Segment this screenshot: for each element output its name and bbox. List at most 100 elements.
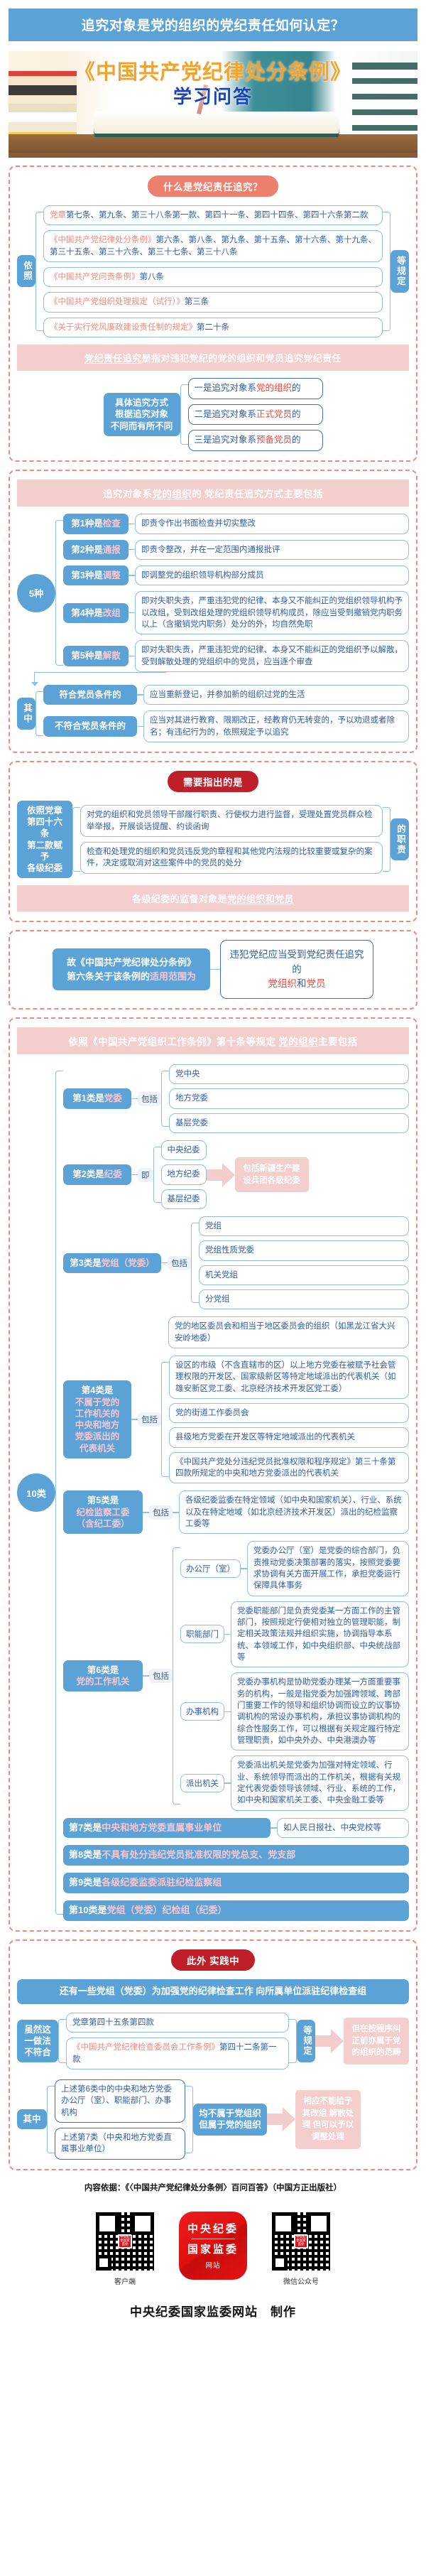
section3-duties-group: 依照党章 第四十六条 第二款赋予 各级纪委 对党的组织和党员领导干部履行职责、行… [17, 800, 409, 879]
category-tab-2: 第2类是纪委 [63, 1164, 131, 1185]
basis-item: 《关于实行党风廉政建设责任制的规定》第二十条 [43, 317, 383, 337]
section6-item: 党章第四十五条第四款 [66, 2012, 289, 2033]
method-row: 第4种是改组 即对失职失责，严重违犯党的纪律、本身又不能纠正的党组织领导机构予以… [63, 591, 409, 635]
section6-left-tab: 虽然这 一做法 不符合 [17, 2019, 58, 2063]
qr-code-wechat-icon[interactable]: 中央纪委国家监委 [271, 2211, 331, 2271]
bracket-left [72, 806, 80, 872]
qr-code-client-icon[interactable]: 中央纪委国家监委 [95, 2211, 155, 2271]
arrow-right-icon [206, 1162, 235, 1187]
section-scope-of-application: 故《中国共产党纪律处分条例》 第六条关于该条例的适用范围为 违犯党纪应当受到党纪… [9, 930, 417, 1010]
section4-group: 故《中国共产党纪律处分条例》 第六条关于该条例的适用范围为 违犯党纪应当受到党纪… [17, 940, 409, 1000]
bracket-left [55, 1071, 63, 1915]
duty-item: 检查和处理党的组织和党员违反党的章程和其他党内法规的比较重要或复杂的案件，决定或… [80, 842, 383, 874]
category-item: 机关党组 [199, 1265, 409, 1286]
section4-left-tab: 故《中国共产党纪律处分条例》 第六条关于该条例的适用范围为 [53, 948, 210, 991]
hero-image: 《中国共产党纪律处分条例》 学习问答 [9, 51, 417, 158]
method-branch: 三是追究对象系预备党员的 [187, 430, 323, 452]
category-item: 基层纪委 [160, 1189, 207, 1210]
method-row: 第5种是解散 即对失职失责，严重违犯党的纪律、本身又不能纠正的党组织予以解散，受… [63, 640, 409, 672]
section1-methods-group: 具体追究方式 根据追究对象 不同而有所不同 一是追究对象系党的组织的 二是追究对… [17, 377, 409, 452]
sub-text: 应当重新登记，并参加新的组织过党的生活 [143, 684, 409, 705]
category-item: 党的地区委员会和相当于地区委员会的组织（如黑龙江省大兴安岭地委） [168, 1316, 409, 1349]
basis-item: 党章党章第七条、第九条、第三十八条第一款、第四十一条、第四十四条、第四十六条第二… [43, 205, 383, 226]
method-tab: 第5种是解散 [63, 646, 129, 666]
bracket-left [47, 2085, 55, 2153]
section6-pill: 此外 实践中 [170, 1949, 256, 1971]
subcategory-row: 办事机构 党委办事机构是协助党委办理某一方面重要事务的机构，一般是指党委为加强跨… [180, 1672, 409, 1751]
section2-sub-group: 其中 符合党员条件的 应当重新登记，并参加新的组织过党的生活 不符合党员条件的 … [17, 684, 409, 742]
source-credit: 内容依据：《〈中国共产党纪律处分条例〉百问百答》（中国方正出版社） [84, 2183, 342, 2192]
subcategory-label: 职能部门 [180, 1625, 224, 1644]
subcategory-label: 办事机构 [180, 1702, 224, 1721]
bracket-left [36, 691, 43, 736]
section6-sub-item: 上述第7类（中央和地方党委直属事业单位） [55, 2127, 185, 2160]
qr-center-badge: 中央纪委国家监委 [294, 2234, 308, 2248]
category-tab-3: 第3类是党组（党委） [63, 1252, 161, 1273]
category-row-8: 第8类是不具有处分违纪党员批准权限的党总支、党支部 [63, 1845, 409, 1866]
category-item: 分党组 [199, 1289, 409, 1310]
page-title-banner: 追究对象是党的组织的党纪责任如何认定？ [9, 9, 417, 41]
logo-line-1: 中央纪委 [187, 2224, 239, 2236]
category-tab-8: 第8类是不具有处分违纪党员批准权限的党总支、党支部 [63, 1845, 409, 1866]
connector-label: 即 [138, 1167, 153, 1182]
category-tab-1: 第1类是党委 [63, 1088, 131, 1109]
section4-right-box: 违犯党纪应当受到党纪责任追究的 党组织和党员 [220, 940, 373, 1000]
subcategory-label: 办公厅（室） [180, 1559, 241, 1578]
section-additional-practice: 此外 实践中 还有一些党组（党委）为加强党的纪律检查工作 向所属单位派驻纪律检查… [9, 1939, 417, 2170]
section6-group: 虽然这 一做法 不符合 党章第四十五条第四款 《中国共产党纪律检查委员会工作条例… [17, 2012, 409, 2069]
method-row: 第1种是检查 即责令作出书面检查并切实整改 [63, 514, 409, 534]
category-tab-9: 第9类是各级纪委监委派驻纪检监察组 [63, 1873, 409, 1894]
section1-center-tab: 具体追究方式 根据追究对象 不同而有所不同 [103, 393, 180, 436]
section6-sub-group: 其中 上述第6类中的中央和地方党委办公厅（室）、职能部门、办事机构 上述第7类（… [17, 2079, 409, 2160]
open-book-icon [94, 112, 339, 137]
section1-left-tab: 依照 [17, 255, 36, 288]
section6-sub-item: 上述第6类中的中央和地方党委办公厅（室）、职能部门、办事机构 [55, 2079, 185, 2123]
subcategory-row: 职能部门 党委职能部门是负责党委某一方面工作的主管部门，按照规定行使相对独立的管… [180, 1601, 409, 1668]
method-row: 第3种是调整 即调整党的组织领导机构部分成员 [63, 565, 409, 586]
method-text: 即对失职失责，严重违犯党的纪律、本身又不能纠正的党组织领导机构予以改组，受到改组… [135, 591, 409, 635]
section2-band: 追究对象系党的组织的 党纪责任追究方式主要包括 [17, 480, 409, 507]
subcategory-text: 党委办公厅（室）是党委的综合部门，负责推动党委决策部署的落实，按照党委要求协调有… [247, 1541, 409, 1596]
category-item: 地方党委 [169, 1088, 409, 1109]
qr-client-caption: 客户端 [114, 2278, 136, 2286]
duty-item: 对党的组织和党员领导干部履行职责、行使权力进行监督，受理处置党员群众检举举报，开… [80, 805, 383, 838]
bracket-right [289, 2018, 297, 2063]
section2-count-circle: 5种 [17, 573, 55, 612]
category-tab-5: 第5类是 纪检监察工委 （含纪工委） [63, 1490, 143, 1535]
category-item: 党组 [199, 1216, 409, 1237]
category-note: 包括新疆生产建设兵团各级纪委 [234, 1157, 309, 1193]
method-branch: 二是追究对象系正式党员的 [187, 404, 323, 426]
method-text: 即责令整改，并在一定范围内通报批评 [135, 539, 409, 560]
bracket-left [191, 1223, 199, 1304]
category-note-7: 如人民日报社、中央党校等 [277, 1817, 409, 1839]
sub-row: 不符合党员条件的 应当对其进行教育、限期改正，经教育仍无转变的，予以劝退或者除名… [43, 710, 409, 742]
method-tab: 第4种是改组 [63, 602, 129, 623]
section6-sub-note: 相应不能给予其改组 解散处理 但可以予以调整处理 [295, 2089, 361, 2149]
section6-band: 还有一些党组（党委）为加强党的纪律检查工作 向所属单位派驻纪律检查组 [17, 1979, 409, 2004]
method-tab: 第3种是调整 [63, 565, 129, 586]
section-party-organization-categories: 依照《中国共产党组织工作条例》第十条等规定 党的组织主要包括 10类 第1类是党… [9, 1017, 417, 1932]
bracket-right [383, 806, 390, 872]
bracket-left [55, 520, 63, 666]
ccdi-logo-icon: 中央纪委 国家监委 网站 [179, 2211, 247, 2280]
section6-item: 《中国共产党纪律检查委员会工作条例》第四十二条第一款 [66, 2037, 289, 2069]
method-branch: 一是追究对象系党的组织的 [187, 377, 323, 399]
section-org-accountability-methods: 追究对象系党的组织的 党纪责任追究方式主要包括 5种 第1种是检查 即责令作出书… [9, 470, 417, 753]
bracket-left [180, 384, 188, 445]
category-row-5: 第5类是 纪检监察工委 （含纪工委） 包括 各级纪委监委在特定领域（如中央和国家… [63, 1490, 409, 1535]
section1-band: 党纪责任追究是指对违犯党纪的党的组织和党员追究党纪责任 [17, 344, 409, 371]
section1-pill: 什么是党纪责任追究？ [148, 175, 278, 197]
arrow-right-icon [267, 2107, 295, 2132]
connector-label: 包括 [138, 1091, 161, 1106]
category-item: 党的街道工作委员会 [169, 1403, 409, 1424]
category-row-1: 第1类是党委 包括 党中央 地方党委 基层党委 [63, 1064, 409, 1134]
section3-pill: 需要指出的是 [168, 770, 258, 792]
section5-ten-categories: 10类 第1类是党委 包括 党中央 地方党委 基层党委 第 [17, 1064, 409, 1922]
category-item: 《中国共产党处分违纪党员批准权限和程序规定》第三十条第四款所规定的中央和地方党委… [169, 1451, 409, 1484]
section3-band: 各级纪委的监督对象是党的组织和党员 [17, 885, 409, 912]
hero-title: 《中国共产党纪律处分条例》 [74, 61, 351, 84]
category-item: 党中央 [169, 1064, 409, 1085]
section6-sub-tab: 其中 [17, 2109, 47, 2130]
subcategory-text: 党委办事机构是协助党委办理某一方面重要事务的机构，一般是指党委为加强跨领域、跨部… [231, 1672, 409, 1751]
category-row-2: 第2类是纪委 即 中央纪委 地方纪委 基层纪委 包括新疆生产建设兵团各级纪委 [63, 1140, 409, 1210]
